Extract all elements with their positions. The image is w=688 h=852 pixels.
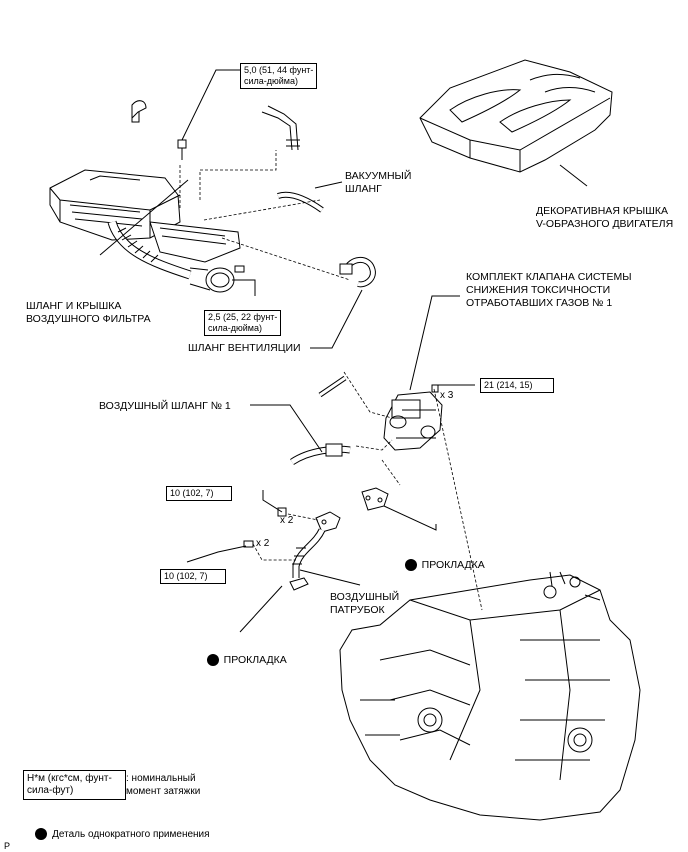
qty-valve-bolts: x 3 xyxy=(440,390,454,401)
legend-torque-unit: Н*м (кгс*см, фунт- сила-фут) xyxy=(23,770,126,800)
torque-box-air-cleaner: 2,5 (25, 22 фунт- сила-дюйма) xyxy=(204,310,282,336)
one-time-use-icon xyxy=(206,654,219,667)
label-ventilation-hose: ШЛАНГ ВЕНТИЛЯЦИИ xyxy=(188,342,301,354)
corner-mark: P xyxy=(4,841,11,851)
torque-box-pipe-lower: 10 (102, 7) xyxy=(160,569,226,584)
ventilation-hose-illustration xyxy=(339,257,376,288)
label-air-cleaner: ШЛАНГ И КРЫШКА ВОЗДУШНОГО ФИЛЬТРА xyxy=(26,300,151,325)
torque-box-pipe-upper: 10 (102, 7) xyxy=(166,486,232,501)
one-time-use-icon xyxy=(35,828,48,841)
egr-valve-illustration xyxy=(290,375,443,466)
air-cleaner-illustration xyxy=(49,100,300,293)
label-engine-cover: ДЕКОРАТИВНАЯ КРЫШКА V-ОБРАЗНОГО ДВИГАТЕЛ… xyxy=(536,205,674,230)
qty-pipe-upper: x 2 xyxy=(280,515,294,526)
legend-one-time-use-text: Деталь однократного применения xyxy=(52,829,210,840)
label-gasket-bottom: ПРОКЛАДКА xyxy=(195,641,287,680)
qty-pipe-lower: x 2 xyxy=(256,538,270,549)
torque-box-top: 5,0 (51, 44 фунт- сила-дюйма) xyxy=(240,63,318,89)
label-gasket-right: ПРОКЛАДКА xyxy=(393,546,485,585)
torque-box-valve-bolts: 21 (214, 15) xyxy=(480,378,554,393)
engine-block-illustration xyxy=(339,571,641,821)
label-gasket-bottom-text: ПРОКЛАДКА xyxy=(223,654,287,666)
label-valve-assembly: КОМПЛЕКТ КЛАПАНА СИСТЕМЫ СНИЖЕНИЯ ТОКСИЧ… xyxy=(466,271,632,309)
air-pipe-illustration xyxy=(243,487,389,591)
engine-cover-illustration xyxy=(419,59,613,173)
label-gasket-right-text: ПРОКЛАДКА xyxy=(421,559,485,571)
legend-torque-desc: : номинальный момент затяжки xyxy=(126,773,201,797)
label-vacuum-hose: ВАКУУМНЫЙ ШЛАНГ xyxy=(345,170,412,195)
one-time-use-icon xyxy=(404,559,417,572)
legend-one-time-use: Деталь однократного применения xyxy=(24,815,210,852)
label-air-hose-1: ВОЗДУШНЫЙ ШЛАНГ № 1 xyxy=(99,400,231,412)
label-air-pipe: ВОЗДУШНЫЙ ПАТРУБОК xyxy=(330,591,400,616)
